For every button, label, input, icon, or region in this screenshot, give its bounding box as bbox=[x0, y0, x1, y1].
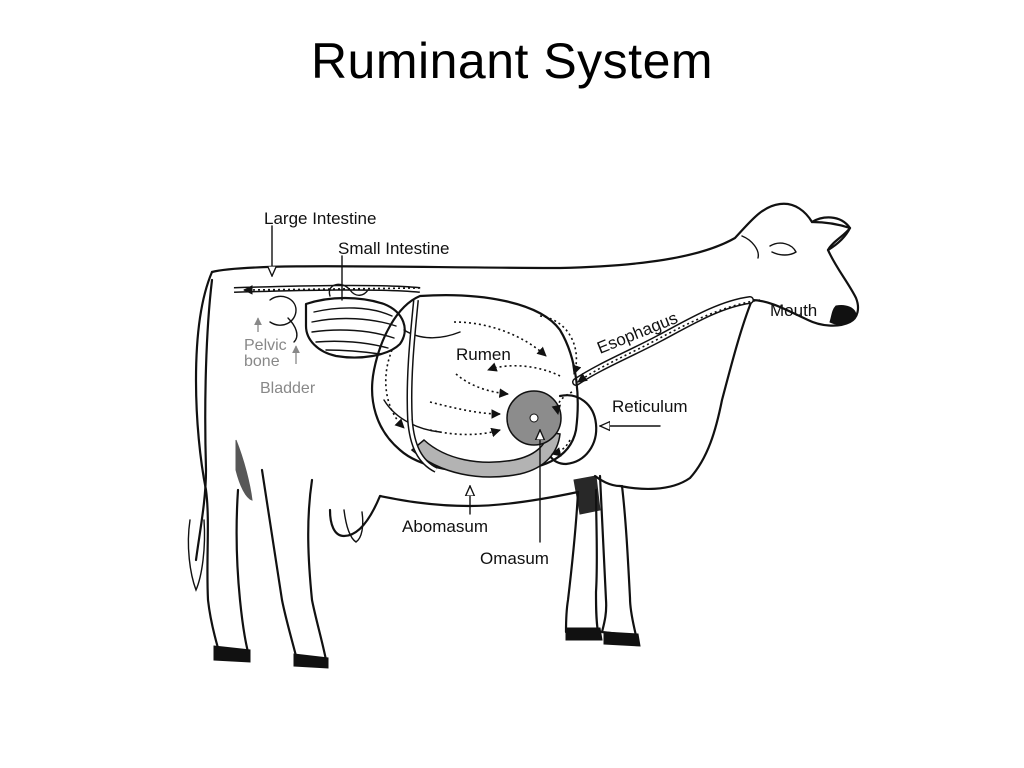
rumen-flow-arrows bbox=[385, 315, 582, 457]
label-mouth: Mouth bbox=[770, 301, 817, 320]
label-bladder: Bladder bbox=[260, 380, 316, 397]
slide-title: Ruminant System bbox=[310, 33, 714, 89]
label-large-intestine: Large Intestine bbox=[264, 209, 376, 228]
label-rumen: Rumen bbox=[456, 345, 511, 364]
label-small-intestine: Small Intestine bbox=[338, 239, 450, 258]
cow-outline bbox=[187, 202, 860, 669]
label-leaders bbox=[254, 225, 661, 543]
label-pelvic: Pelvic bbox=[244, 337, 287, 354]
digestive-tract bbox=[233, 283, 761, 478]
label-omasum: Omasum bbox=[480, 549, 549, 568]
label-bone: bone bbox=[244, 353, 280, 370]
label-abomasum: Abomasum bbox=[402, 517, 488, 536]
label-reticulum: Reticulum bbox=[612, 397, 688, 416]
small-intestine-coils bbox=[269, 283, 406, 359]
